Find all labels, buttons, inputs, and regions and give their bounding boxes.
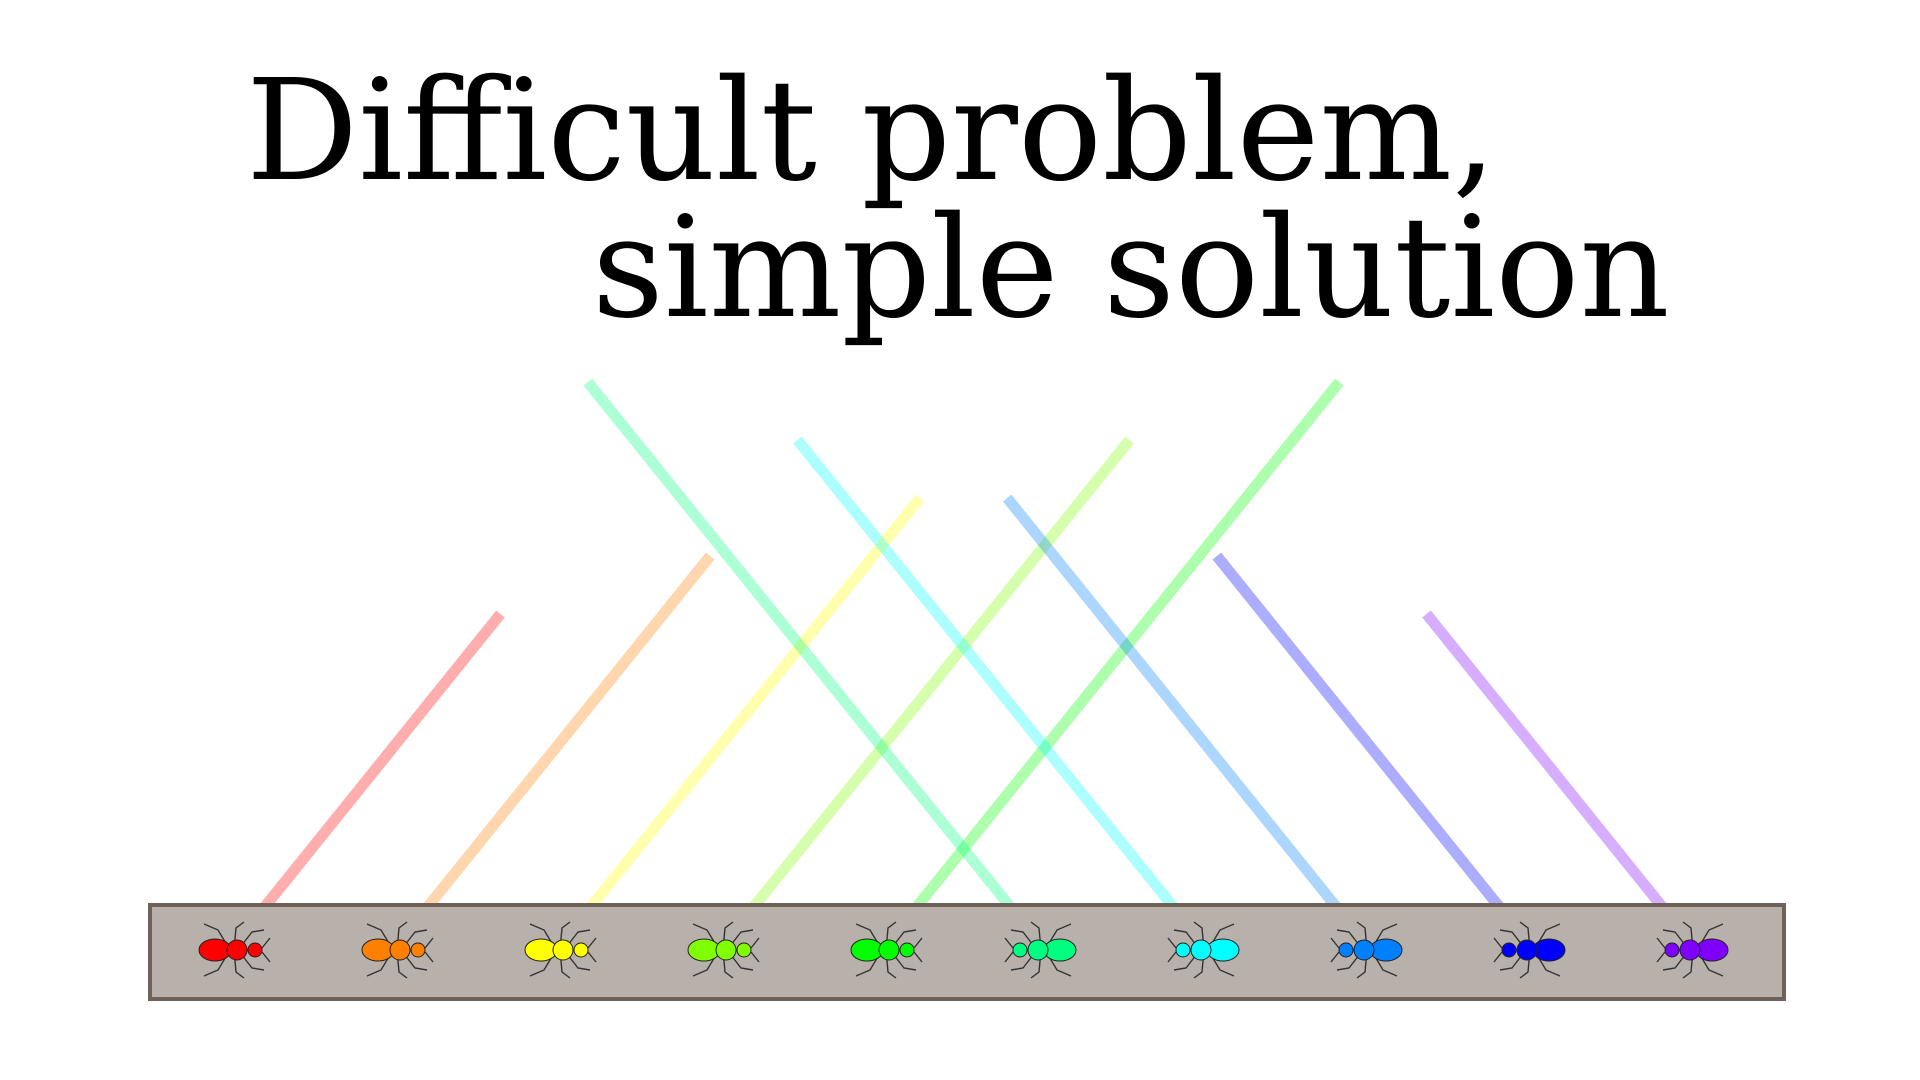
orange-ant-trail [388,552,715,954]
orange-ant [361,921,434,979]
red-ant [198,921,271,979]
cyan-ant-trail [793,436,1213,954]
chartreuse-ant-trail [714,436,1134,954]
blue-ant [1493,921,1566,979]
ant-row [198,921,1729,979]
ant-trails [225,378,1702,954]
azure-ant [1330,921,1403,979]
yellow-ant [524,921,597,979]
green-ant-trail [877,378,1344,954]
violet-ant-trail [1422,610,1702,954]
title-line-2: simple solution [592,187,1670,350]
title-line-1: Difficult problem, [246,50,1497,213]
violet-ant [1656,921,1729,979]
red-ant-trail [225,610,505,954]
blue-ant-trail [1212,552,1539,954]
cyan-ant [1167,921,1240,979]
green-ant [850,921,923,979]
azure-ant-trail [1002,494,1376,954]
spring-green-ant-trail [583,378,1050,954]
yellow-ant-trail [551,494,925,954]
spring-green-ant [1004,921,1077,979]
chartreuse-ant [687,921,760,979]
